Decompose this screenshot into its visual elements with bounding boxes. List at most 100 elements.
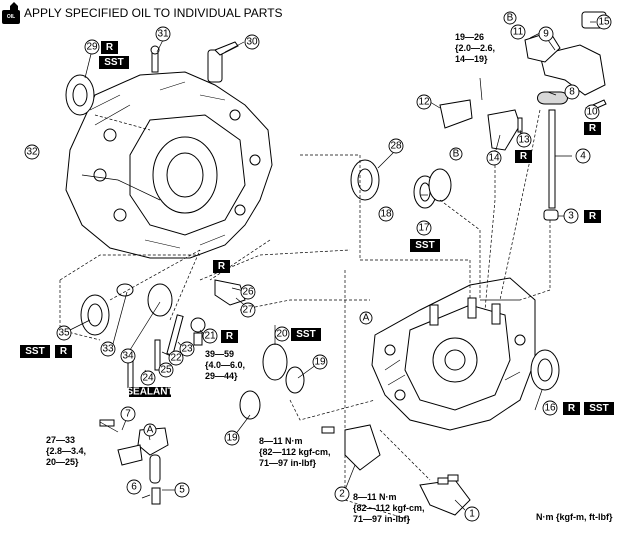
oil-seals (65, 74, 560, 420)
badge-r-29: R (101, 41, 118, 54)
svg-text:SST: SST (104, 57, 123, 68)
svg-text:26: 26 (242, 287, 254, 298)
callout-26: 26 (240, 284, 256, 300)
svg-text:R: R (218, 261, 226, 272)
svg-text:SST: SST (415, 240, 434, 251)
badge-sst-16: SST (584, 402, 614, 415)
callout-22: 22 (168, 350, 184, 366)
callout-25: 25 (158, 362, 174, 378)
header-instruction: APPLY SPECIFIED OIL TO INDIVIDUAL PARTS (24, 6, 283, 20)
callout-14: 14 (486, 150, 502, 166)
svg-text:4: 4 (580, 151, 586, 162)
svg-text:R: R (568, 403, 576, 414)
callout-10: 10 (584, 104, 600, 120)
badge-sst-29: SST (99, 56, 129, 69)
svg-text:R: R (226, 331, 234, 342)
svg-text:13: 13 (518, 135, 530, 146)
callout-9: 9 (538, 26, 554, 42)
svg-text:{82—112 kgf-cm,: {82—112 kgf-cm, (353, 503, 425, 513)
svg-text:17: 17 (418, 223, 430, 234)
svg-text:33: 33 (102, 344, 114, 355)
callout-12: 12 (416, 94, 432, 110)
svg-text:9: 9 (543, 29, 549, 40)
svg-text:3: 3 (568, 211, 574, 222)
ref-letter-b-lower: B (449, 147, 463, 161)
badge-r-26: R (213, 260, 230, 273)
svg-text:71—97 in-lbf}: 71—97 in-lbf} (259, 458, 317, 468)
svg-text:27—33: 27—33 (46, 435, 75, 445)
torque-spec-19-26: 19—26 {2.0—2.6, 14—19} (455, 32, 495, 64)
callout-20: 20 (274, 326, 290, 342)
callout-23: 23 (179, 341, 195, 357)
torque-spec-8-11-lower: 8—11 N·m {82—112 kgf-cm, 71—97 in-lbf} (353, 492, 425, 524)
svg-text:11: 11 (513, 27, 524, 38)
torque-spec-27-33: 27—33 {2.8—3.4, 20—25} (46, 435, 86, 467)
torque-spec-39-59: 39—59 {4.0—6.0, 29—44} (205, 349, 245, 381)
badge-r-35: R (55, 345, 72, 358)
svg-text:23: 23 (181, 344, 193, 355)
svg-text:1: 1 (469, 509, 475, 520)
svg-text:28: 28 (390, 141, 402, 152)
svg-text:R: R (106, 42, 114, 53)
svg-text:7: 7 (125, 409, 131, 420)
svg-text:6: 6 (131, 482, 137, 493)
badge-sst-17: SST (410, 239, 440, 252)
callout-8: 8 (564, 84, 580, 100)
callout-31: 31 (155, 26, 171, 42)
svg-text:20—25}: 20—25} (46, 457, 79, 467)
callout-13: 13 (516, 132, 532, 148)
svg-text:21: 21 (204, 331, 216, 342)
svg-text:34: 34 (122, 351, 134, 362)
callout-15: 15 (596, 14, 612, 30)
svg-text:14—19}: 14—19} (455, 54, 488, 64)
oil-icon-label: OIL (7, 14, 15, 20)
svg-text:15: 15 (598, 17, 610, 28)
unit-legend: N·m {kgf-m, ft-lbf} (536, 512, 613, 522)
svg-text:SST: SST (25, 346, 44, 357)
svg-text:12: 12 (418, 97, 430, 108)
callout-29: 29 (84, 39, 100, 55)
svg-text:R: R (60, 346, 68, 357)
svg-text:39—59: 39—59 (205, 349, 234, 359)
badge-r-3: R (584, 210, 601, 223)
svg-text:19—26: 19—26 (455, 32, 484, 42)
svg-text:R: R (589, 211, 597, 222)
callout-18: 18 (378, 206, 394, 222)
callout-33: 33 (100, 341, 116, 357)
svg-text:32: 32 (26, 147, 38, 158)
callout-6: 6 (126, 479, 142, 495)
svg-text:2: 2 (339, 489, 345, 500)
callout-19a: 19 (312, 354, 328, 370)
svg-text:SST: SST (296, 329, 315, 340)
svg-text:{4.0—6.0,: {4.0—6.0, (205, 360, 245, 370)
callout-19b: 19 (224, 430, 240, 446)
ref-letter-a-lower: A (143, 423, 157, 437)
svg-text:29: 29 (86, 42, 98, 53)
svg-text:{2.8—3.4,: {2.8—3.4, (46, 446, 86, 456)
ref-letter-a-upper: A (359, 311, 373, 325)
callout-32: 32 (24, 144, 40, 160)
svg-text:A: A (147, 425, 154, 436)
callout-35: 35 (56, 325, 72, 341)
svg-text:35: 35 (58, 328, 70, 339)
callout-5: 5 (174, 482, 190, 498)
badge-r-16: R (563, 402, 580, 415)
svg-text:14: 14 (488, 153, 500, 164)
svg-text:27: 27 (242, 305, 254, 316)
svg-text:29—44}: 29—44} (205, 371, 238, 381)
transaxle-case (371, 277, 536, 431)
svg-text:8—11 N·m: 8—11 N·m (353, 492, 397, 502)
callout-21: 21 (202, 328, 218, 344)
svg-text:16: 16 (544, 403, 556, 414)
callout-11: 11 (510, 24, 526, 40)
oil-icon: OIL (2, 2, 20, 24)
svg-text:{2.0—2.6,: {2.0—2.6, (455, 43, 495, 53)
svg-text:30: 30 (246, 37, 258, 48)
svg-text:SST: SST (589, 403, 608, 414)
svg-text:5: 5 (179, 485, 185, 496)
svg-text:10: 10 (586, 107, 598, 118)
svg-text:18: 18 (380, 209, 392, 220)
badge-sst-35: SST (20, 345, 50, 358)
svg-text:19: 19 (314, 357, 326, 368)
svg-text:25: 25 (160, 365, 172, 376)
